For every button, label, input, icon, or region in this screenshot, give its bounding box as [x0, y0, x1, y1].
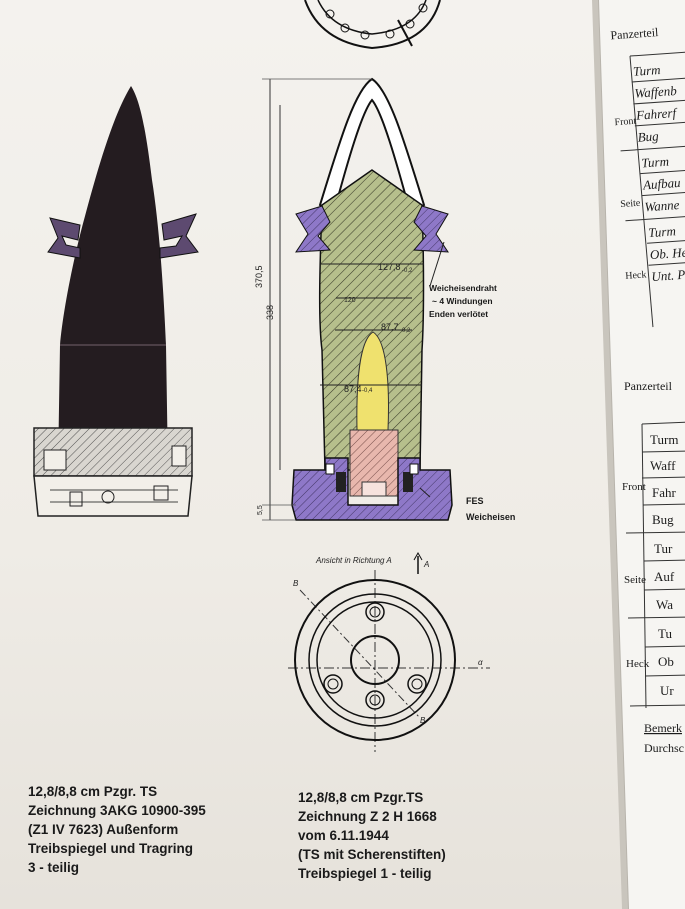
svg-text:Auf: Auf	[654, 569, 675, 584]
svg-text:Wanne: Wanne	[644, 197, 680, 214]
svg-text:Weicheisendraht: Weicheisendraht	[429, 283, 497, 293]
top-ring-drawing	[304, 0, 441, 50]
svg-text:Turm: Turm	[650, 432, 678, 447]
caption-left-line: 3 - teilig	[28, 860, 80, 875]
svg-text:Bug: Bug	[637, 128, 659, 144]
svg-text:FES: FES	[466, 496, 484, 506]
dim-diameter-2: 87,7	[381, 322, 399, 332]
svg-text:Turm: Turm	[648, 223, 676, 240]
svg-text:Heck: Heck	[625, 269, 647, 281]
caption-right-line: 12,8/8,8 cm Pzgr.TS	[298, 790, 424, 805]
caption-left-line: Treibspiegel und Tragring	[28, 841, 194, 856]
svg-text:Wa: Wa	[656, 597, 673, 612]
caption-left: 12,8/8,8 cm Pzgr. TS Zeichnung 3AKG 1090…	[28, 782, 206, 877]
view-a-drawing: Ansicht in Richtung A A B B α	[288, 551, 490, 752]
table-top: Panzerteil Turm Waffenb Fahrerf Bug Turm…	[610, 25, 685, 328]
left-projectile-drawing	[33, 86, 199, 517]
dim-core-length: 338	[265, 305, 275, 320]
svg-text:Seite: Seite	[624, 574, 646, 586]
svg-text:Weicheisen: Weicheisen	[466, 512, 515, 522]
svg-text:Bug: Bug	[652, 512, 674, 527]
svg-text:Ur: Ur	[660, 683, 674, 698]
svg-text:Durchsc: Durchsc	[644, 741, 684, 755]
svg-text:Seite: Seite	[620, 198, 641, 210]
svg-text:Ob: Ob	[658, 654, 674, 669]
svg-text:Front: Front	[622, 481, 646, 493]
svg-text:Bemerk: Bemerk	[644, 721, 682, 735]
dim-base: 5,5	[257, 505, 264, 515]
caption-right-line: Treibspiegel 1 - teilig	[298, 866, 432, 881]
dim-total-length: 370,5	[254, 265, 264, 288]
svg-text:Fahrerf: Fahrerf	[635, 105, 679, 123]
svg-text:Ob. He: Ob. He	[649, 245, 685, 263]
caption-left-line: Zeichnung 3AKG 10900-395	[28, 803, 206, 818]
right-page	[592, 0, 685, 909]
svg-text:Panzerteil: Panzerteil	[610, 25, 660, 42]
svg-text:Turm: Turm	[641, 154, 669, 171]
dim-diameter-4: 120	[344, 297, 356, 304]
caption-right-line: vom 6.11.1944	[298, 828, 389, 843]
svg-text:Fahr: Fahr	[652, 485, 677, 500]
svg-text:Heck: Heck	[626, 658, 650, 670]
caption-left-line: 12,8/8,8 cm Pzgr. TS	[28, 784, 158, 799]
caption-right-line: Zeichnung Z 2 H 1668	[298, 809, 437, 824]
svg-text:α: α	[478, 658, 483, 667]
callout-wire: Weicheisendraht ~ 4 Windungen Enden verl…	[429, 283, 497, 319]
dim-tol-1: -0,2	[402, 268, 413, 274]
svg-text:Tu: Tu	[658, 626, 672, 641]
svg-text:Panzerteil: Panzerteil	[624, 379, 673, 393]
dim-tol-3: -0,4	[362, 388, 373, 394]
svg-text:Turm: Turm	[633, 62, 661, 79]
dimension-labels: 370,5 338 5,5 127,8 -0,2 87,7 -0,2 87,4 …	[254, 262, 413, 515]
caption-left-line: (Z1 IV 7623) Außenform	[28, 822, 179, 837]
svg-text:Tur: Tur	[654, 541, 673, 556]
svg-text:A: A	[423, 560, 429, 569]
caption-right: 12,8/8,8 cm Pzgr.TS Zeichnung Z 2 H 1668…	[298, 788, 446, 883]
table-bottom: Panzerteil Turm Waff Fahr Bug Tur Auf Wa…	[622, 379, 685, 755]
dim-diameter-1: 127,8	[378, 262, 401, 272]
right-projectile-section	[262, 77, 453, 521]
view-a-title: Ansicht in Richtung A	[315, 556, 392, 565]
svg-text:Front: Front	[614, 116, 637, 129]
svg-text:Enden verlötet: Enden verlötet	[429, 309, 488, 319]
caption-right-line: (TS mit Scherenstiften)	[298, 847, 446, 862]
svg-text:Waff: Waff	[650, 458, 676, 473]
svg-text:Unt. Pa: Unt. Pa	[651, 266, 685, 284]
svg-text:Waffenb: Waffenb	[634, 83, 678, 101]
svg-text:B: B	[420, 716, 426, 725]
svg-text:~ 4 Windungen: ~ 4 Windungen	[432, 296, 493, 306]
dim-tol-2: -0,2	[400, 328, 411, 334]
svg-text:B: B	[293, 579, 299, 588]
dim-diameter-3: 87,4	[344, 384, 362, 394]
svg-text:Aufbau: Aufbau	[641, 175, 681, 193]
callout-fes: FES Weicheisen	[466, 496, 515, 522]
